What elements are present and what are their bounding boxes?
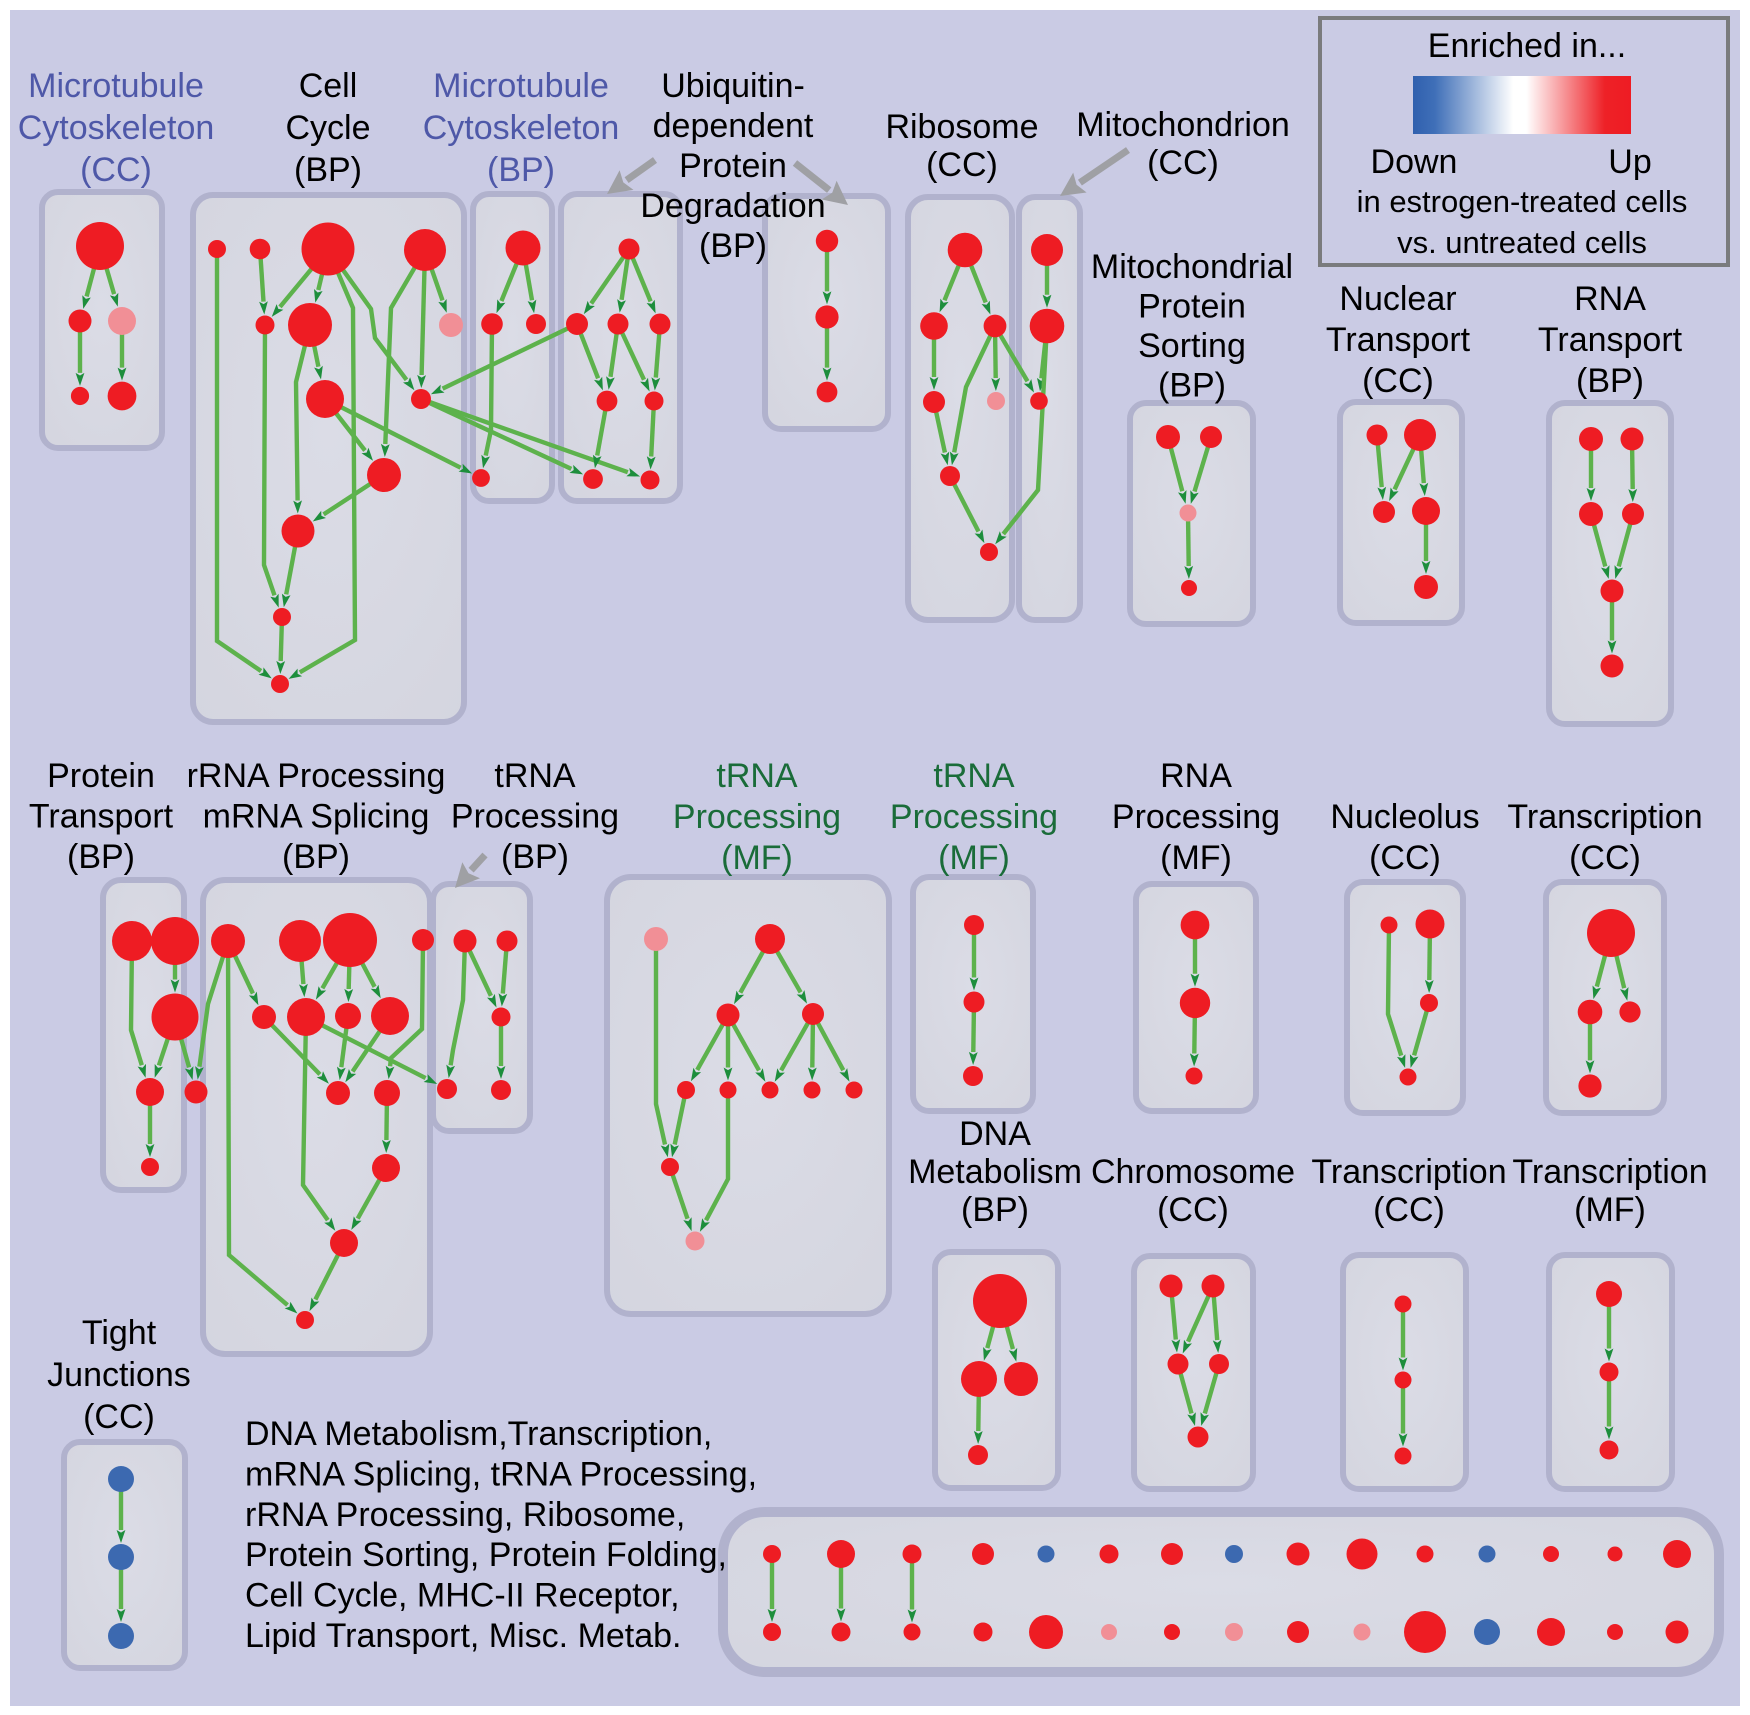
- svg-text:vs. untreated cells: vs. untreated cells: [1397, 225, 1647, 260]
- svg-text:RNA: RNA: [1160, 757, 1232, 795]
- svg-text:Cell: Cell: [299, 67, 358, 105]
- svg-text:Processing: Processing: [673, 798, 841, 836]
- svg-text:(MF): (MF): [1160, 839, 1232, 877]
- svg-text:(BP): (BP): [699, 227, 767, 265]
- svg-text:rRNA Processing: rRNA Processing: [187, 757, 446, 795]
- svg-text:Protein: Protein: [1138, 288, 1246, 326]
- svg-text:(BP): (BP): [1158, 367, 1226, 405]
- svg-text:Lipid Transport, Misc. Metab.: Lipid Transport, Misc. Metab.: [245, 1617, 682, 1655]
- svg-text:Transport: Transport: [1326, 321, 1471, 359]
- svg-text:(BP): (BP): [487, 151, 555, 189]
- svg-text:(BP): (BP): [961, 1191, 1029, 1229]
- svg-text:RNA: RNA: [1574, 280, 1646, 318]
- svg-text:Transport: Transport: [1538, 321, 1683, 359]
- svg-text:Nuclear: Nuclear: [1339, 280, 1456, 318]
- svg-text:(CC): (CC): [1157, 1191, 1229, 1229]
- svg-text:(CC): (CC): [926, 146, 998, 184]
- svg-text:(MF): (MF): [1574, 1191, 1646, 1229]
- svg-text:Protein Sorting, Protein Foldi: Protein Sorting, Protein Folding,: [245, 1536, 727, 1574]
- svg-text:Chromosome: Chromosome: [1091, 1153, 1295, 1191]
- svg-text:Transcription: Transcription: [1507, 798, 1702, 836]
- svg-text:DNA: DNA: [959, 1115, 1031, 1153]
- svg-text:Enriched in...: Enriched in...: [1428, 27, 1626, 65]
- svg-text:Transport: Transport: [29, 798, 174, 836]
- svg-text:Cycle: Cycle: [285, 109, 370, 147]
- svg-text:Microtubule: Microtubule: [433, 67, 609, 105]
- svg-text:in estrogen-treated cells: in estrogen-treated cells: [1357, 184, 1688, 219]
- svg-text:mRNA Splicing: mRNA Splicing: [203, 798, 430, 836]
- svg-text:Protein: Protein: [47, 757, 155, 795]
- svg-text:(CC): (CC): [1373, 1191, 1445, 1229]
- svg-text:(BP): (BP): [67, 838, 135, 876]
- svg-text:Nucleolus: Nucleolus: [1330, 798, 1479, 836]
- svg-text:Junctions: Junctions: [47, 1356, 191, 1394]
- svg-text:(MF): (MF): [721, 839, 793, 877]
- svg-text:Processing: Processing: [1112, 798, 1280, 836]
- svg-text:Mitochondrion: Mitochondrion: [1076, 106, 1290, 144]
- svg-text:mRNA Splicing, tRNA Processing: mRNA Splicing, tRNA Processing,: [245, 1455, 757, 1493]
- svg-text:Mitochondrial: Mitochondrial: [1091, 248, 1293, 286]
- svg-text:Down: Down: [1371, 143, 1458, 181]
- svg-text:DNA Metabolism,Transcription,: DNA Metabolism,Transcription,: [245, 1415, 712, 1453]
- svg-text:Ribosome: Ribosome: [885, 108, 1038, 146]
- svg-text:Tight: Tight: [82, 1314, 157, 1352]
- svg-text:Processing: Processing: [451, 798, 619, 836]
- svg-text:(CC): (CC): [83, 1398, 155, 1436]
- svg-text:Cell Cycle, MHC-II Receptor,: Cell Cycle, MHC-II Receptor,: [245, 1577, 680, 1615]
- svg-text:(CC): (CC): [1369, 839, 1441, 877]
- svg-text:(BP): (BP): [294, 151, 362, 189]
- svg-text:Protein: Protein: [679, 147, 787, 185]
- svg-text:Ubiquitin-: Ubiquitin-: [661, 67, 805, 105]
- svg-text:rRNA Processing, Ribosome,: rRNA Processing, Ribosome,: [245, 1496, 685, 1534]
- svg-text:(BP): (BP): [282, 838, 350, 876]
- svg-text:Microtubule: Microtubule: [28, 67, 204, 105]
- svg-text:(CC): (CC): [1569, 839, 1641, 877]
- svg-text:Transcription: Transcription: [1512, 1153, 1707, 1191]
- svg-text:Cytoskeleton: Cytoskeleton: [423, 109, 620, 147]
- svg-text:(CC): (CC): [1362, 362, 1434, 400]
- svg-text:(BP): (BP): [1576, 362, 1644, 400]
- svg-text:tRNA: tRNA: [494, 757, 576, 795]
- svg-text:Sorting: Sorting: [1138, 327, 1246, 365]
- svg-text:dependent: dependent: [653, 107, 814, 145]
- svg-text:(BP): (BP): [501, 838, 569, 876]
- svg-text:(CC): (CC): [1147, 144, 1219, 182]
- svg-text:(MF): (MF): [938, 839, 1010, 877]
- svg-text:Metabolism: Metabolism: [908, 1153, 1082, 1191]
- svg-text:Cytoskeleton: Cytoskeleton: [18, 109, 215, 147]
- svg-text:tRNA: tRNA: [933, 757, 1015, 795]
- svg-text:Transcription: Transcription: [1311, 1153, 1506, 1191]
- svg-text:tRNA: tRNA: [716, 757, 798, 795]
- svg-text:Up: Up: [1608, 143, 1651, 181]
- svg-text:Degradation: Degradation: [640, 187, 825, 225]
- svg-text:Processing: Processing: [890, 798, 1058, 836]
- svg-text:(CC): (CC): [80, 151, 152, 189]
